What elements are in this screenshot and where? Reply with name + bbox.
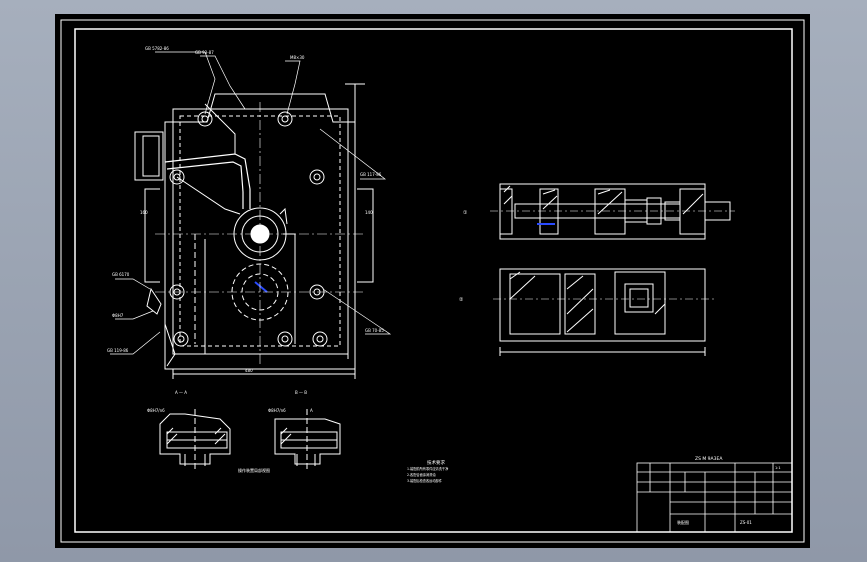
technical-requirements: 技术要求 1.装配前所有零件应清洗干净 2.各配合面涂润滑油 3.装配后检查各运…	[407, 459, 449, 483]
svg-text:GB 93-87: GB 93-87	[195, 50, 214, 55]
svg-text:Φ8H7/n6: Φ8H7/n6	[147, 408, 165, 413]
dim-bottom: 480	[245, 368, 253, 373]
section-view-b: Φ8H7/n6 A	[268, 408, 341, 469]
drawing-number: ZS-01	[740, 520, 752, 525]
title-block-title: ZS M 9A3EA	[695, 456, 723, 462]
svg-text:GB 5782-86: GB 5782-86	[145, 46, 169, 51]
section-view-a: Φ8H7/n6	[147, 408, 231, 469]
shaft-assembly-section	[493, 268, 715, 356]
outer-frame	[60, 19, 805, 543]
drawing-sheet: GB 5782-86 GB 93-87 M8×30 GB 117-86 GB 7…	[55, 14, 810, 548]
tech-req-heading: 技术要求	[427, 459, 445, 466]
company-name: 装配图	[677, 519, 689, 525]
detail-caption: 操作装置局部视图	[238, 467, 270, 473]
svg-text:GB 6170: GB 6170	[112, 272, 130, 277]
svg-text:GB 70-85: GB 70-85	[365, 328, 384, 333]
svg-text:GB 119-86: GB 119-86	[107, 348, 129, 353]
title-block	[636, 462, 793, 533]
dimension-texts: 140 480 160	[140, 210, 373, 373]
tech-req-line-3: 3.装配后检查各运动部件	[407, 478, 443, 483]
svg-text:M8×30: M8×30	[290, 55, 305, 60]
shaft-assembly-top	[490, 183, 735, 240]
section-label-b: B — B	[295, 390, 307, 395]
sheet-scale: 1:1	[775, 466, 781, 470]
inner-frame	[74, 28, 793, 533]
center-lines	[155, 102, 365, 364]
svg-text:Φ8H7/n6: Φ8H7/n6	[268, 408, 286, 413]
svg-text:A: A	[310, 408, 313, 413]
tech-req-line-2: 2.各配合面涂润滑油	[407, 472, 436, 477]
svg-text:②: ②	[459, 297, 464, 303]
dim-left: 160	[140, 210, 148, 215]
callout-labels: GB 5782-86 GB 93-87 M8×30 GB 117-86 GB 7…	[107, 46, 384, 353]
tech-req-line-1: 1.装配前所有零件应清洗干净	[407, 466, 449, 471]
svg-text:Φ8H7: Φ8H7	[112, 313, 124, 318]
svg-text:GB 117-86: GB 117-86	[360, 172, 382, 177]
svg-text:①: ①	[463, 210, 468, 216]
drawing-canvas: GB 5782-86 GB 93-87 M8×30 GB 117-86 GB 7…	[60, 19, 805, 543]
leader-lines	[110, 51, 392, 355]
dim-right: 140	[365, 210, 373, 215]
section-label-a: A — A	[175, 390, 187, 395]
main-gearbox-view	[134, 83, 374, 379]
